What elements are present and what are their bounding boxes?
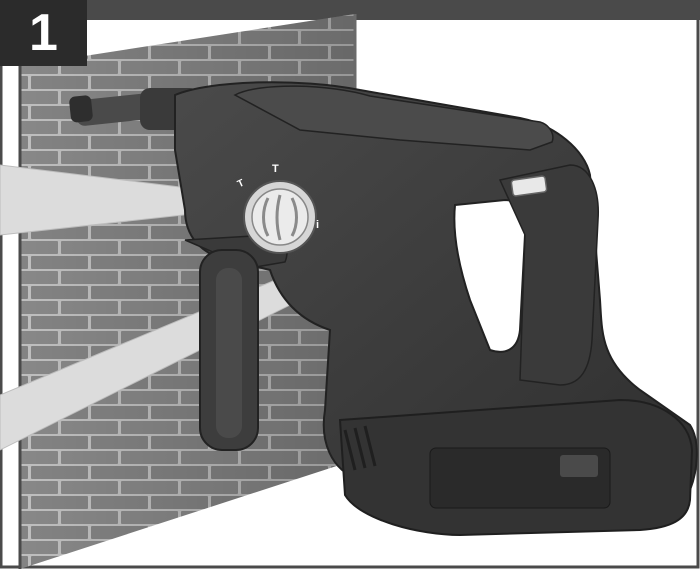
mode-selector-knob — [244, 181, 316, 253]
step-number-badge: 1 — [0, 0, 87, 66]
selector-mark-top: T — [272, 163, 279, 175]
selector-mark-right: i — [316, 219, 319, 231]
top-bar — [87, 0, 700, 20]
